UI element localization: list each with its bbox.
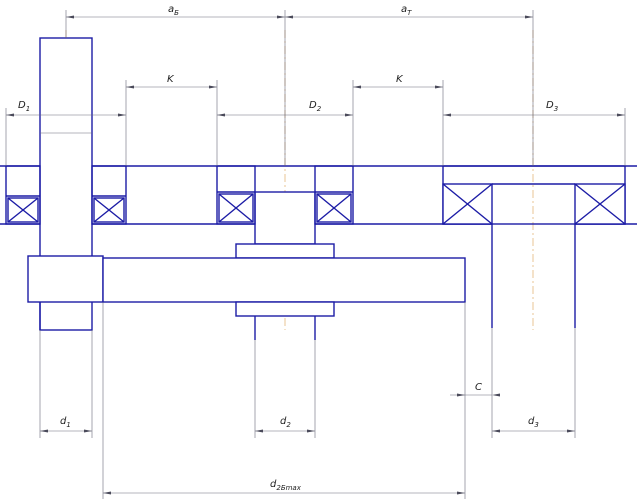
label-c: C (475, 382, 482, 393)
output-shaft (442, 165, 626, 328)
label-d3-bearing: D3 (546, 100, 558, 113)
dimension-lines (6, 16, 625, 494)
label-d1-shaft: d1 (60, 416, 71, 429)
label-d2b-max: d2Бmax (270, 479, 302, 492)
intermediate-gear (102, 257, 466, 303)
label-a-t: aТ (401, 4, 412, 17)
label-k-left: K (167, 74, 175, 85)
label-d2-bearing: D2 (309, 100, 322, 113)
label-d3-shaft: d3 (528, 416, 539, 429)
bearings-left (5, 165, 127, 225)
input-shaft (27, 37, 104, 331)
label-d2-shaft: d2 (280, 416, 291, 429)
label-a-b: aБ (168, 4, 179, 17)
intermediate-shaft (39, 191, 466, 340)
bearings-middle (216, 165, 354, 225)
arrowheads (6, 15, 625, 495)
label-d1-bearing: D1 (18, 100, 30, 113)
dimension-labels: aБ aТ K K D1 D2 D3 C d1 d2 d3 d2Бmax (18, 4, 558, 492)
label-k-right: K (396, 74, 404, 85)
extension-lines (5, 10, 626, 499)
input-pinion (27, 255, 104, 303)
